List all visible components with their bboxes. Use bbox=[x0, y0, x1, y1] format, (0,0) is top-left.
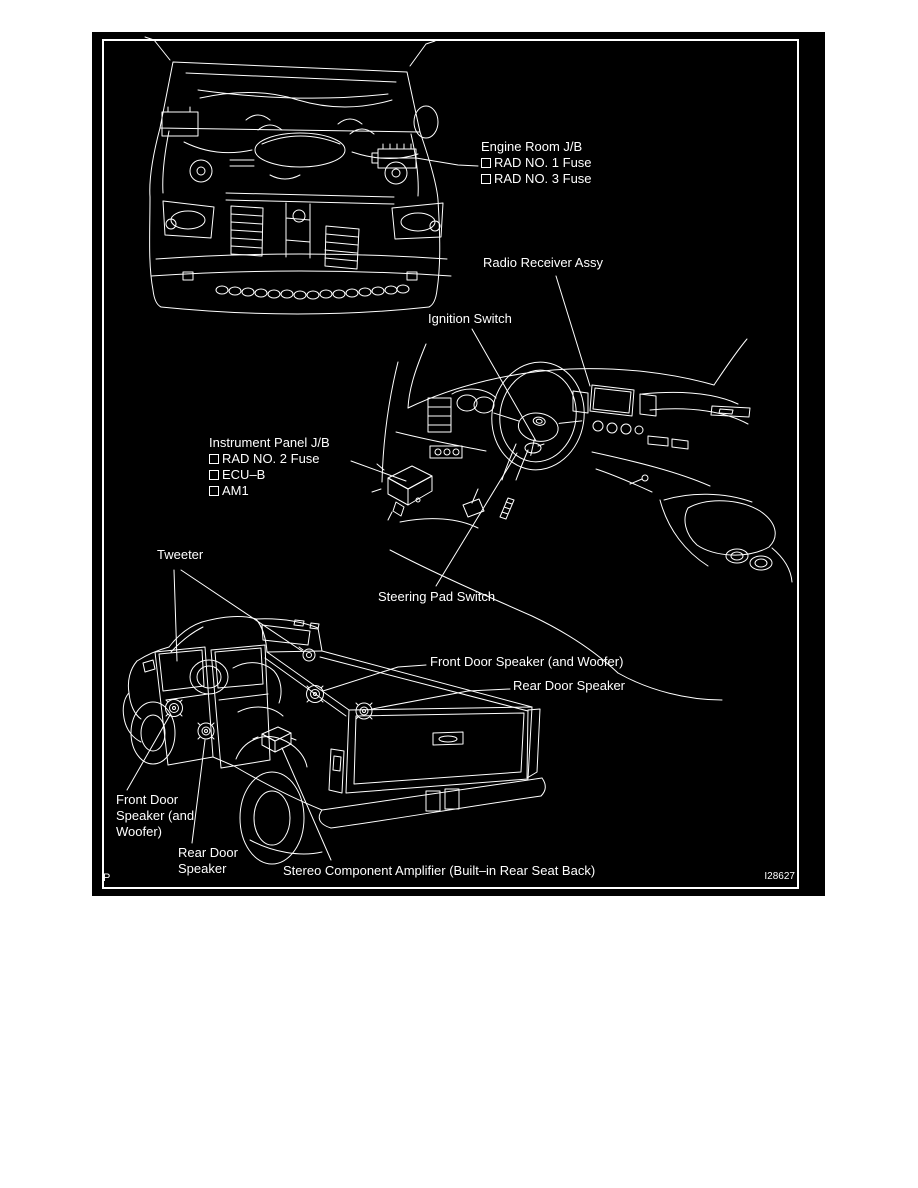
fuse-checkbox-icon bbox=[481, 158, 491, 168]
fuse-label: ECU–B bbox=[222, 467, 266, 482]
leader-ignition-switch bbox=[471, 328, 537, 442]
front-body-outline bbox=[149, 127, 441, 315]
leader-rear-door-speaker-left bbox=[191, 739, 206, 844]
instrument-panel-jb-fuse-row: RAD NO. 2 Fuse bbox=[209, 451, 330, 467]
callout-front-door-speaker-left: Front Door Speaker (and Woofer) bbox=[116, 792, 195, 839]
callout-rear-door-speaker-right: Rear Door Speaker bbox=[513, 678, 625, 693]
callout-ignition-switch: Ignition Switch bbox=[428, 311, 512, 326]
callout-rear-door-speaker-left: Rear Door Speaker bbox=[178, 845, 238, 876]
leader-front-door-speaker-right bbox=[322, 664, 427, 692]
pedals bbox=[462, 488, 515, 520]
front-bumper bbox=[150, 253, 452, 300]
callout-engine-room-jb: Engine Room J/B RAD NO. 1 Fuse RAD NO. 3… bbox=[481, 139, 592, 187]
leader-front-door-speaker-left bbox=[126, 714, 171, 791]
leader-tweeter-front bbox=[173, 569, 178, 662]
engine-parts bbox=[161, 91, 439, 185]
headlights bbox=[162, 200, 444, 240]
amplifier-icon bbox=[252, 726, 297, 753]
page-corner-mark: P bbox=[103, 872, 111, 884]
leader-steering-pad-switch bbox=[435, 452, 518, 587]
hood-open bbox=[144, 36, 436, 133]
truck-drawing bbox=[122, 616, 546, 865]
cab-interior bbox=[189, 659, 284, 717]
leader-radio-receiver bbox=[555, 275, 591, 387]
tailgate bbox=[328, 706, 541, 794]
fuse-checkbox-icon bbox=[209, 470, 219, 480]
fuse-label: AM1 bbox=[222, 483, 249, 498]
callout-tweeter: Tweeter bbox=[157, 547, 204, 562]
callout-front-door-speaker-right: Front Door Speaker (and Woofer) bbox=[430, 654, 624, 669]
radiator-core bbox=[230, 202, 360, 270]
dashboard-drawing bbox=[371, 338, 793, 701]
front-door-speaker-icon bbox=[165, 699, 183, 717]
fuse-checkbox-icon bbox=[209, 454, 219, 464]
fuse-checkbox-icon bbox=[481, 174, 491, 184]
engine-room-jb-title: Engine Room J/B bbox=[481, 139, 583, 154]
instrument-panel-junction-block-icon bbox=[371, 463, 433, 521]
center-console bbox=[595, 468, 793, 583]
engine-room-jb-fuse-row: RAD NO. 3 Fuse bbox=[481, 171, 592, 187]
engine-compartment-drawing bbox=[144, 36, 452, 315]
diagram-frame-border bbox=[102, 39, 799, 889]
instrument-panel-jb-fuse-row: ECU–B bbox=[209, 467, 330, 483]
callout-steering-pad-switch: Steering Pad Switch bbox=[378, 589, 496, 604]
front-door-speaker-right-icon bbox=[306, 685, 324, 703]
leader-engine-room-jb bbox=[415, 157, 479, 167]
steering-wheel bbox=[491, 361, 585, 471]
rear-bumper bbox=[249, 777, 546, 855]
engine-room-junction-block-icon bbox=[371, 143, 417, 169]
instrument-panel-jb-fuse-row: AM1 bbox=[209, 483, 330, 499]
rear-door-speaker-right-icon bbox=[355, 702, 373, 720]
instrument-cluster bbox=[427, 388, 497, 459]
dash-panels bbox=[381, 338, 751, 701]
fuse-label: RAD NO. 1 Fuse bbox=[494, 155, 592, 170]
tweeter-icon bbox=[298, 646, 316, 662]
callout-radio-receiver: Radio Receiver Assy bbox=[483, 255, 603, 270]
diagram-panel bbox=[92, 32, 825, 896]
leader-lines bbox=[126, 157, 591, 861]
leader-instrument-panel-jb bbox=[350, 460, 407, 482]
ignition-switch-icon bbox=[501, 442, 545, 481]
radio-receiver-icon bbox=[572, 384, 689, 450]
bed bbox=[212, 650, 533, 811]
fuse-label: RAD NO. 3 Fuse bbox=[494, 171, 592, 186]
callout-instrument-panel-jb: Instrument Panel J/B RAD NO. 2 Fuse ECU–… bbox=[209, 435, 330, 499]
fuse-label: RAD NO. 2 Fuse bbox=[222, 451, 320, 466]
wheels bbox=[130, 701, 308, 865]
leader-rear-door-speaker-right bbox=[371, 688, 511, 710]
leader-tweeter-rear bbox=[180, 569, 303, 652]
callout-amplifier: Stereo Component Amplifier (Built–in Rea… bbox=[283, 863, 596, 878]
figure-id: I28627 bbox=[764, 871, 795, 882]
fuse-checkbox-icon bbox=[209, 486, 219, 496]
rear-door-speaker-icon bbox=[197, 722, 215, 740]
engine-room-jb-fuse-row: RAD NO. 1 Fuse bbox=[481, 155, 592, 171]
leader-amplifier bbox=[281, 747, 332, 861]
instrument-panel-jb-title: Instrument Panel J/B bbox=[209, 435, 330, 450]
open-doors bbox=[142, 644, 271, 769]
cab-and-hood bbox=[122, 616, 323, 743]
